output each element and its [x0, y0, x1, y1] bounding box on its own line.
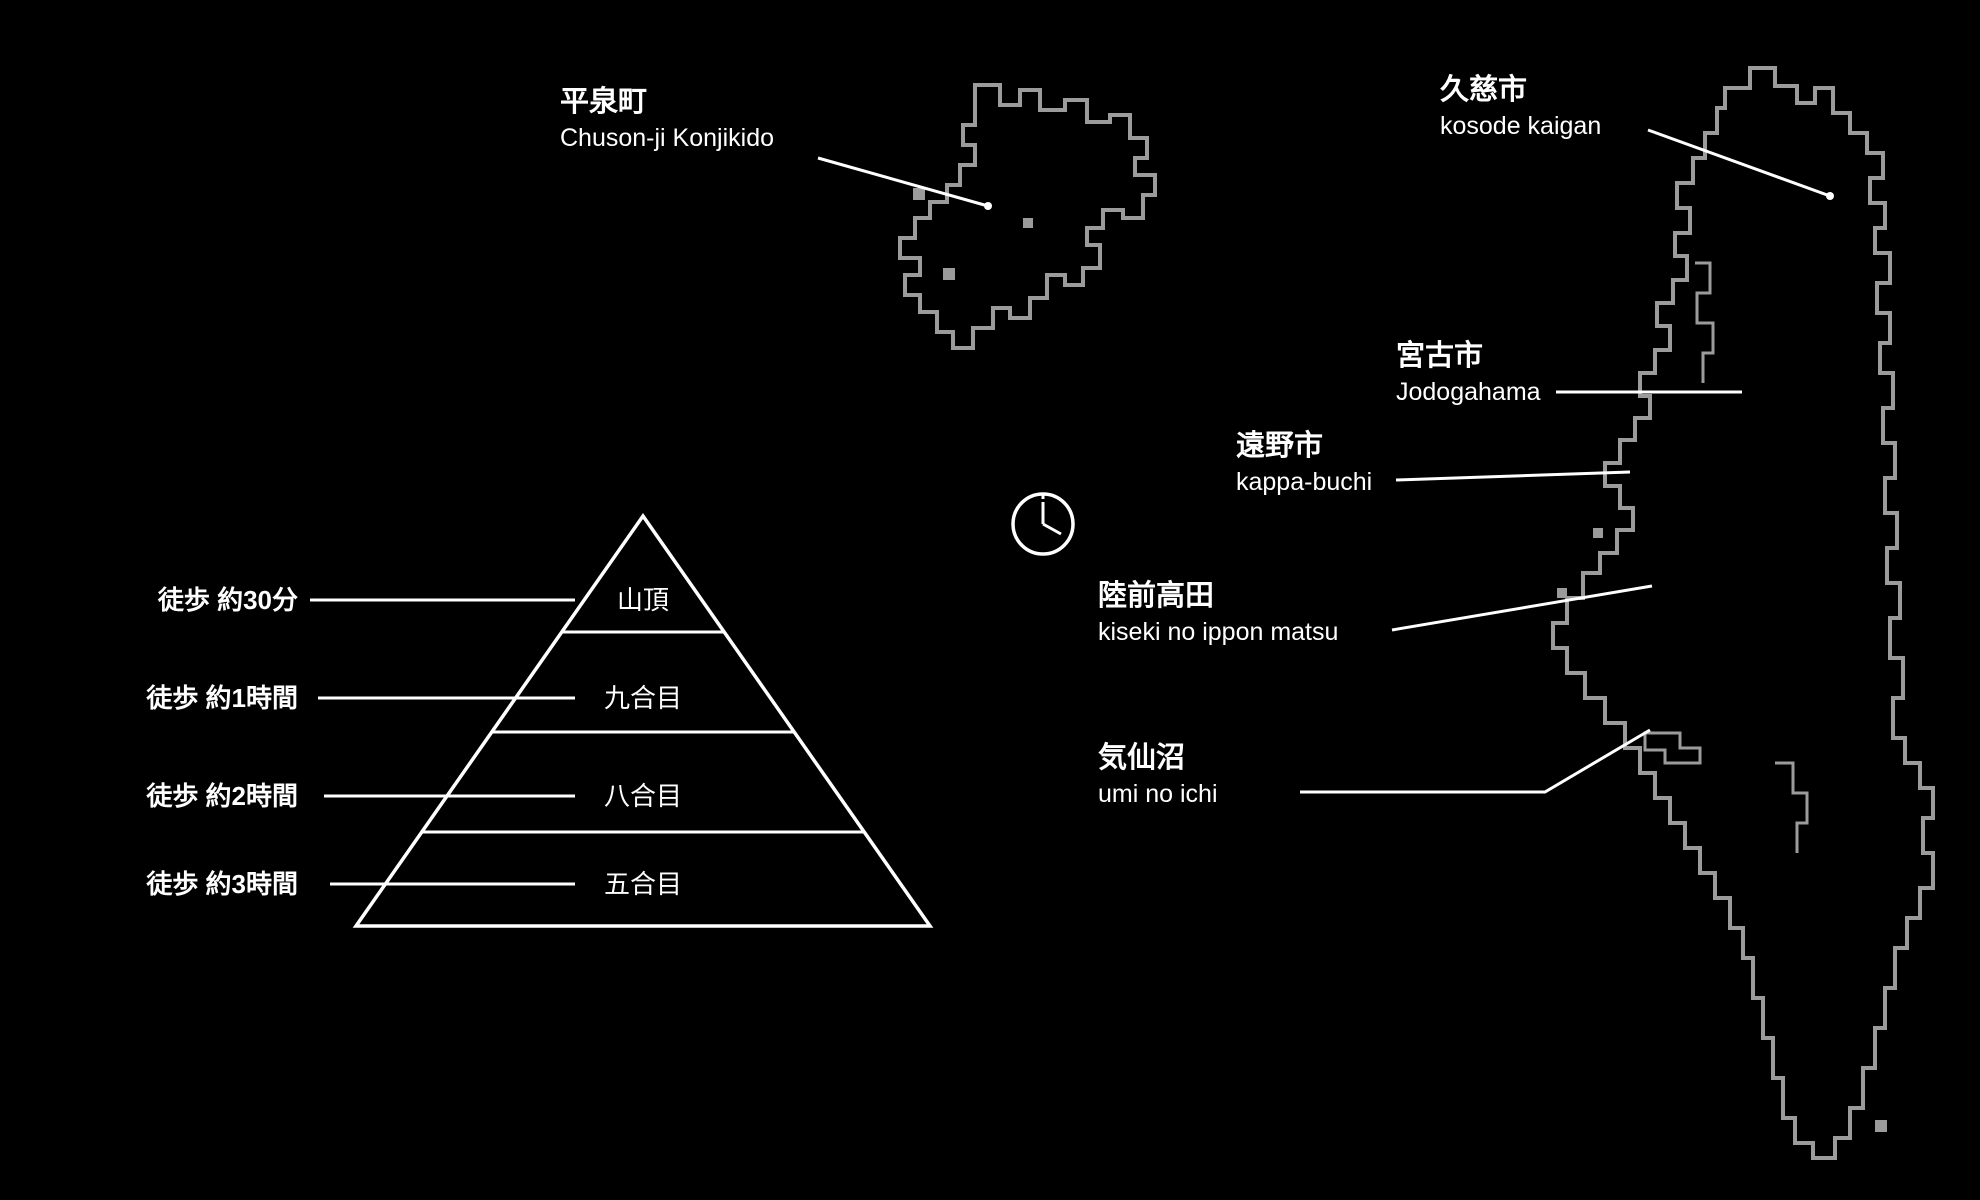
leader-line-right-1	[1647, 128, 1831, 198]
map-label-title: 宮古市	[1396, 340, 1484, 372]
leader-line-right-5	[1300, 728, 1651, 794]
map-label-subtitle: Jodogahama	[1396, 378, 1541, 406]
pyramid-level-label-1: 徒歩 約30分	[157, 585, 298, 615]
map-label-title: 遠野市	[1236, 430, 1324, 462]
map-island	[1557, 588, 1567, 598]
map-island	[1593, 528, 1603, 538]
map-label-subtitle: kiseki no ippon matsu	[1098, 618, 1339, 646]
map-lake	[1643, 731, 1702, 765]
left-map-label-subtitle: Chuson-ji Konjikido	[560, 124, 775, 152]
map-inner-border	[1695, 261, 1715, 383]
pyramid-level-label-2: 徒歩 約1時間	[146, 683, 298, 713]
right-map-label-5: 気仙沼 umi no ichi	[1098, 740, 1218, 812]
pyramid-outline	[352, 512, 934, 928]
leader-line-right-3	[1395, 470, 1631, 482]
pyramid-level-text-2: 九合目	[603, 683, 682, 713]
pyramid-level-text-4: 五合目	[603, 869, 682, 899]
map-label-subtitle: umi no ichi	[1098, 780, 1218, 808]
map-inner-border	[1775, 761, 1809, 853]
clock-icon	[1011, 492, 1075, 556]
leader-tip	[1826, 192, 1834, 200]
right-map-label-4: 陸前高田 kiseki no ippon matsu	[1098, 578, 1338, 650]
pyramid-level-text-1: 山頂	[616, 585, 669, 615]
left-map-label-title: 平泉町	[560, 86, 648, 118]
pyramid-level-label-3: 徒歩 約2時間	[146, 781, 298, 811]
map-label-subtitle: kosode kaigan	[1440, 112, 1602, 140]
right-map-outline	[1551, 66, 1935, 1160]
left-map	[898, 83, 1157, 350]
map-pixel-detail	[913, 188, 925, 200]
leader-line-right-4	[1391, 584, 1653, 632]
map-pixel-detail	[943, 268, 955, 280]
pyramid-level-label-4: 徒歩 約3時間	[146, 869, 298, 899]
map-label-title: 陸前高田	[1098, 580, 1215, 612]
leader-tip	[984, 202, 992, 210]
right-map-label-3: 遠野市 kappa-buchi	[1236, 428, 1372, 500]
right-map-label-2: 宮古市 Jodogahama	[1396, 338, 1541, 410]
map-pixel-detail	[1023, 218, 1033, 228]
left-map-label: 平泉町 Chuson-ji Konjikido	[560, 84, 774, 156]
map-label-title: 久慈市	[1440, 74, 1528, 106]
pyramid-figure	[310, 512, 934, 928]
pyramid-level-text-3: 八合目	[603, 781, 682, 811]
left-map-outline	[898, 83, 1157, 350]
map-island	[1875, 1120, 1887, 1132]
map-label-subtitle: kappa-buchi	[1236, 468, 1373, 496]
leader-line-left-map	[817, 156, 989, 208]
right-map-label-1: 久慈市 kosode kaigan	[1440, 72, 1601, 144]
clock-minute-hand	[1042, 522, 1062, 536]
right-map	[1551, 66, 1935, 1160]
map-label-title: 気仙沼	[1098, 742, 1186, 774]
